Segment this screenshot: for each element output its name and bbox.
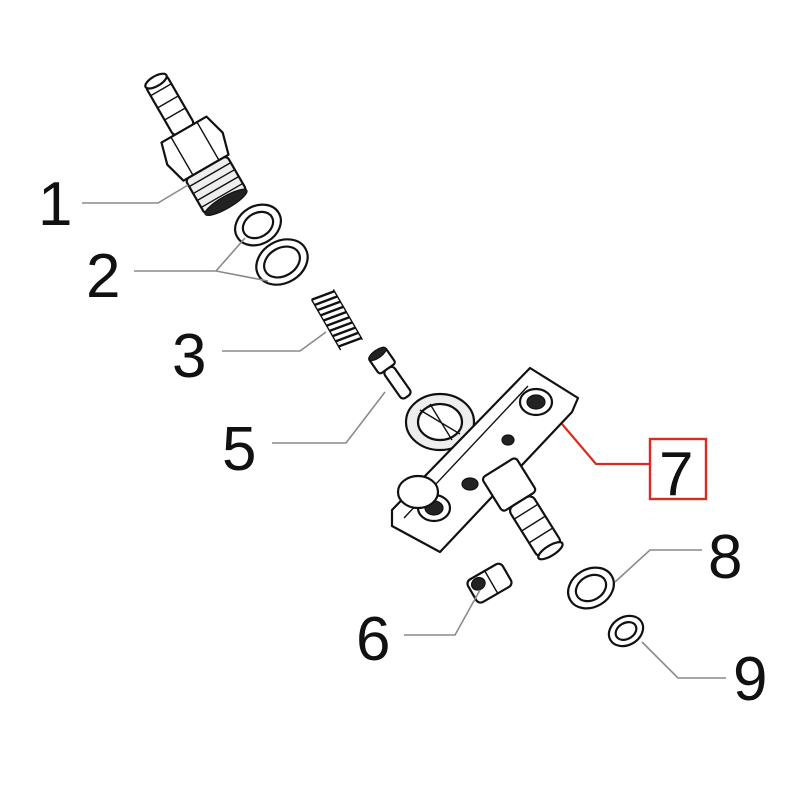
leader-3 xyxy=(222,331,327,352)
callout-numbers: 1 2 3 5 6 7 8 9 xyxy=(38,170,767,714)
callout-2[interactable]: 2 xyxy=(86,242,120,311)
part-8-o-ring xyxy=(567,566,615,610)
callout-3[interactable]: 3 xyxy=(172,322,206,391)
part-5-valve-pin xyxy=(368,346,412,400)
part-6-small-nut xyxy=(466,562,513,604)
callout-5[interactable]: 5 xyxy=(222,415,256,484)
leader-9 xyxy=(641,641,726,679)
part-1-hose-fitting xyxy=(144,72,248,217)
callout-9[interactable]: 9 xyxy=(733,645,767,714)
part-3-spring xyxy=(311,287,363,351)
callout-1[interactable]: 1 xyxy=(38,170,72,239)
callout-6[interactable]: 6 xyxy=(356,605,390,674)
callout-8[interactable]: 8 xyxy=(708,523,742,592)
leader-1 xyxy=(82,184,189,204)
leader-8 xyxy=(614,549,702,583)
leader-2 xyxy=(134,237,269,282)
part-9-small-o-ring xyxy=(607,614,645,648)
leader-lines xyxy=(82,184,726,679)
leader-5 xyxy=(272,391,386,444)
part-2-o-rings xyxy=(234,203,309,286)
callout-7[interactable]: 7 xyxy=(659,440,693,509)
part-7-valve-body xyxy=(390,366,580,561)
leader-7[interactable] xyxy=(561,423,650,466)
callout-7-highlight-box xyxy=(648,437,708,501)
leader-6 xyxy=(404,589,481,636)
